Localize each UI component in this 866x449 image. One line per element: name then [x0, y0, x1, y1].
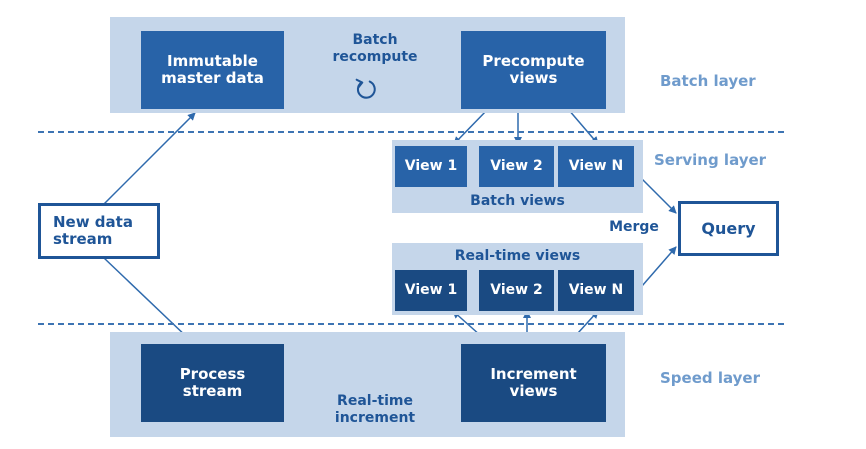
batch-view-2: View 2: [479, 146, 554, 187]
immutable-master-data-node: Immutable master data: [141, 31, 284, 109]
serving-layer-label: Serving layer: [654, 151, 767, 169]
realtime-view-2: View 2: [479, 270, 554, 311]
speed-layer-label: Speed layer: [660, 369, 760, 387]
edge-rt-viewN-to-query: [641, 246, 677, 287]
layer-divider-bottom: [38, 323, 784, 325]
edge-precompute-to-viewN: [567, 108, 599, 145]
edge-precompute-to-view1: [453, 108, 489, 145]
new-data-stream-node: New data stream: [38, 203, 160, 259]
edge-new-data-to-process: [103, 257, 191, 341]
batch-layer-label: Batch layer: [660, 72, 756, 90]
realtime-views-title: Real-time views: [454, 248, 581, 264]
realtime-increment-label: Real-time increment: [334, 393, 416, 426]
circular-arrow-icon: [355, 78, 376, 99]
layer-divider-top: [38, 131, 784, 133]
batch-view-1: View 1: [395, 146, 467, 187]
realtime-view-1: View 1: [395, 270, 467, 311]
realtime-view-n: View N: [558, 270, 634, 311]
query-node: Query: [678, 201, 779, 256]
precompute-views-node: Precompute views: [461, 31, 606, 109]
merge-label: Merge: [609, 219, 659, 235]
process-stream-node: Process stream: [141, 344, 284, 422]
batch-view-n: View N: [558, 146, 634, 187]
increment-views-node: Increment views: [461, 344, 606, 422]
batch-recompute-label: Batch recompute: [332, 32, 418, 65]
batch-views-title: Batch views: [470, 193, 565, 209]
edge-new-data-to-master: [103, 112, 196, 205]
